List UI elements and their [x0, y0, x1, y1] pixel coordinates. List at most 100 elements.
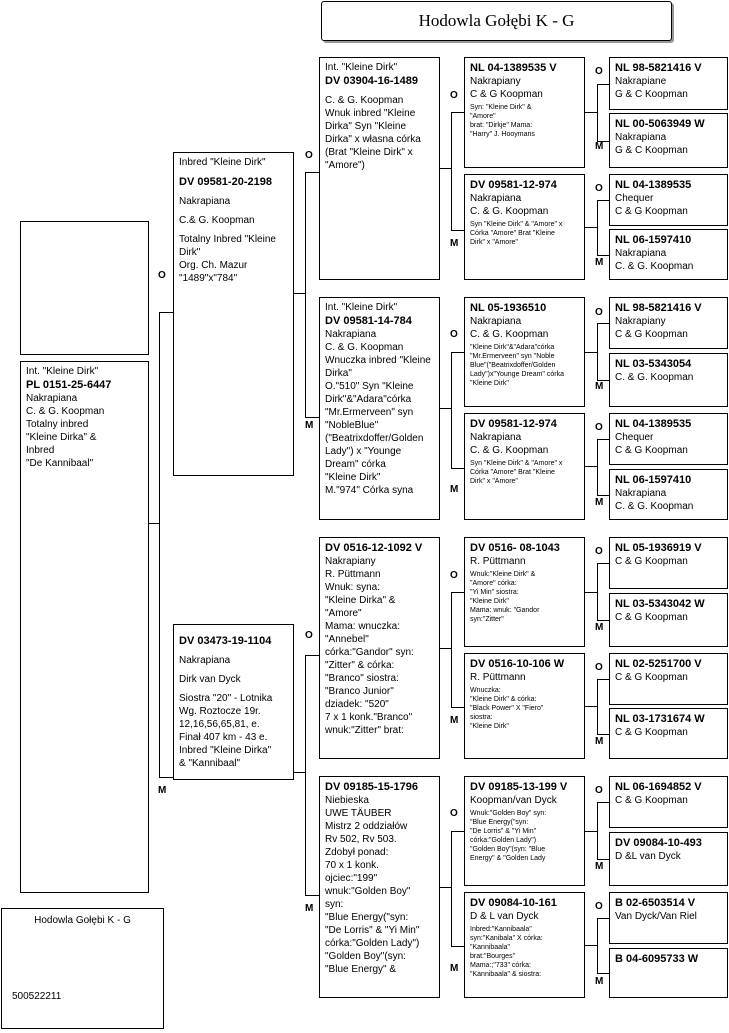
mf-breeder: R. Püttmann — [325, 569, 381, 580]
dam-label: M — [305, 903, 314, 914]
sire-label: O — [595, 66, 603, 77]
g4-breeder: C & G Koopman — [615, 672, 688, 683]
g3-ring: DV 0516-10-106 W — [470, 658, 565, 670]
sire-label: O — [305, 630, 313, 641]
g4-breeder: C. & G. Koopman — [615, 501, 694, 512]
mf-color: Nakrapiany — [325, 556, 376, 567]
dam-label: M — [305, 420, 314, 431]
mm-ring: DV 09185-15-1796 — [325, 781, 418, 793]
subject-color: Nakrapiana — [26, 393, 78, 404]
dam-label: M — [595, 736, 604, 747]
connector — [597, 918, 609, 919]
sire-label: O — [595, 662, 603, 673]
mm-breeder: UWE TÄUBER — [325, 808, 392, 819]
father-notes: Totalny Inbred "Kleine Dirk" Org. Ch. Ma… — [179, 234, 276, 284]
g4-card: B 04-6095733 W — [609, 948, 728, 998]
g3-notes: Syn: "Kleine Dirk" & "Amore" brat: "Dirk… — [470, 104, 535, 138]
mf-ring: DV 0516-12-1092 V — [325, 542, 423, 554]
g3-ring: DV 09581-12-974 — [470, 179, 557, 191]
g4-color: Nakrapiana — [615, 132, 667, 143]
connector — [597, 679, 609, 680]
granddam-paternal-card: Int. "Kleine Dirk" DV 09581-14-784 Nakra… — [319, 297, 440, 520]
sire-label: O — [595, 785, 603, 796]
sire-label: O — [158, 270, 166, 281]
g4-card: B 02-6503514 V Van Dyck/Van Riel — [609, 892, 728, 944]
mother-notes: Siostra "20" - Lotnika Wg. Roztocze 19r.… — [179, 693, 273, 769]
connector — [440, 408, 452, 409]
sire-label: O — [450, 570, 458, 581]
father-ring: DV 09581-20-2198 — [179, 176, 272, 188]
g4-ring: B 02-6503514 V — [615, 897, 696, 909]
connector — [597, 255, 609, 256]
connector — [159, 312, 173, 313]
connector — [451, 707, 464, 708]
great-grandparent-card: NL 04-1389535 V Nakrapiany C & G Koopman… — [464, 57, 585, 168]
sire-label: O — [595, 183, 603, 194]
g4-breeder: Van Dyck/Van Riel — [615, 911, 697, 922]
grandsire-paternal-card: Int. "Kleine Dirk" DV 03904-16-1489 C. &… — [319, 57, 440, 280]
father-color: Nakrapiana — [179, 196, 231, 207]
connector — [159, 312, 160, 777]
g4-color: Nakrapiana — [615, 248, 667, 259]
g4-ring: NL 98-5821416 V — [615, 62, 702, 74]
g3-breeder: Koopman/van Dyck — [470, 795, 557, 806]
connector — [585, 706, 598, 707]
grandsire-maternal-card: DV 0516-12-1092 V Nakrapiany R. Püttmann… — [319, 537, 440, 759]
dam-label: M — [595, 976, 604, 987]
connector — [305, 172, 319, 173]
connector — [597, 200, 609, 201]
connector — [451, 112, 452, 230]
connector — [585, 227, 598, 228]
connector — [597, 734, 609, 735]
dam-label: M — [450, 484, 459, 495]
dam-label: M — [595, 497, 604, 508]
connector — [451, 946, 464, 947]
connector — [597, 380, 609, 381]
g3-color: Nakrapiana — [470, 316, 522, 327]
g3-notes: Inbred:"Kannibaala" syn:"Kanibala" X cór… — [470, 926, 543, 978]
connector — [294, 772, 306, 773]
dam-label: M — [595, 381, 604, 392]
mother-card: DV 03473-19-1104 Nakrapiana Dirk van Dyc… — [173, 624, 294, 780]
dam-label: M — [450, 238, 459, 249]
connector — [451, 352, 452, 468]
connector — [305, 655, 306, 895]
g3-ring: DV 09581-12-974 — [470, 418, 557, 430]
g3-breeder: D & L van Dyck — [470, 911, 539, 922]
g3-breeder: C & G Koopman — [470, 89, 543, 100]
g3-color: Nakrapiana — [470, 193, 522, 204]
connector — [597, 323, 598, 380]
sire-label: O — [595, 546, 603, 557]
g4-ring: NL 03-1731674 W — [615, 713, 705, 725]
great-grandparent-card: DV 09185-13-199 V Koopman/van Dyck Wnuk:… — [464, 776, 585, 886]
connector — [440, 887, 452, 888]
connector — [440, 648, 452, 649]
g3-color: Nakrapiany — [470, 76, 521, 87]
g4-ring: NL 04-1389535 — [615, 179, 692, 191]
sire-label: O — [595, 422, 603, 433]
connector — [585, 352, 598, 353]
connector — [451, 112, 464, 113]
dam-label: M — [158, 785, 167, 796]
g4-ring: DV 09084-10-493 — [615, 837, 702, 849]
connector — [159, 777, 173, 778]
mother-ring: DV 03473-19-1104 — [179, 635, 272, 647]
dam-label: M — [595, 622, 604, 633]
great-grandparent-card: DV 0516-10-106 W R. Püttmann Wnuczka: "K… — [464, 653, 585, 759]
connector — [597, 141, 609, 142]
g3-ring: DV 09185-13-199 V — [470, 781, 568, 793]
connector — [451, 230, 464, 231]
connector — [597, 802, 598, 859]
g3-color: Nakrapiana — [470, 432, 522, 443]
ff-ring: DV 03904-16-1489 — [325, 75, 418, 87]
fm-ring: DV 09581-14-784 — [325, 315, 412, 327]
g4-breeder: C & G Koopman — [615, 727, 688, 738]
mm-notes: Mistrz 2 oddziałów Rv 502, Rv 503. Zdoby… — [325, 821, 420, 975]
